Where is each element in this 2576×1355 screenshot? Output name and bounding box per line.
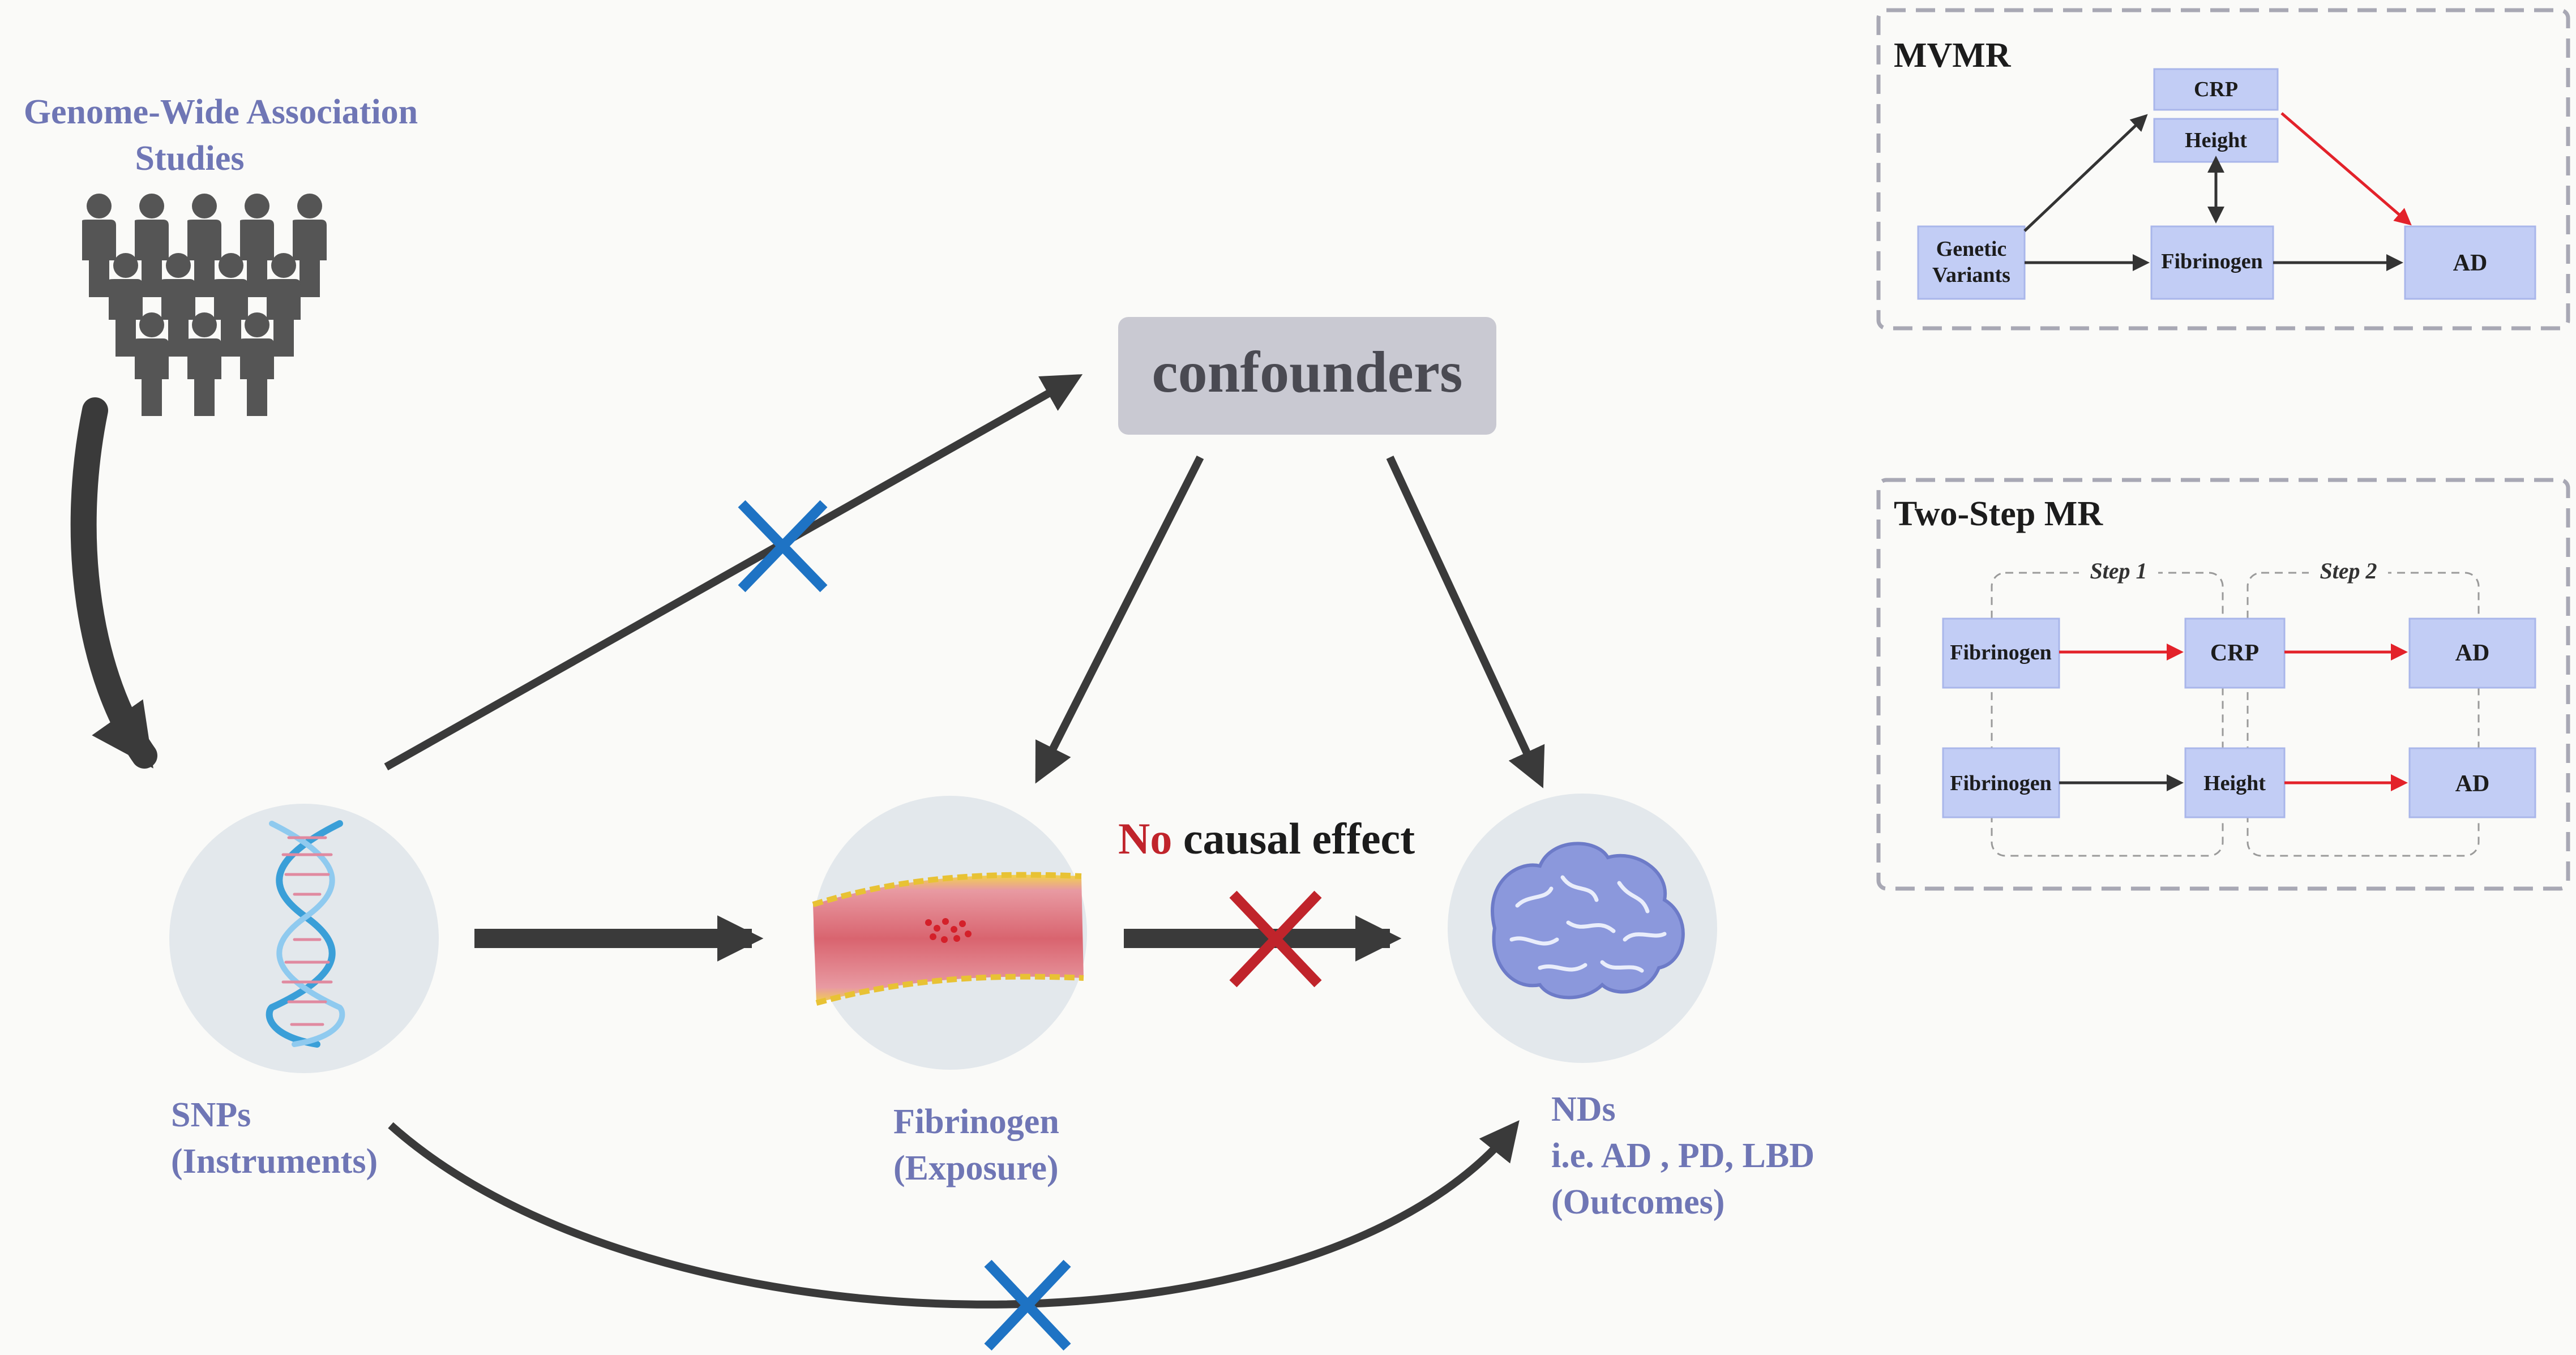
mvmr-ad-box <box>2404 225 2536 300</box>
mvmr-crp-box <box>2153 68 2279 111</box>
step1-label: Step 1 <box>2090 558 2147 584</box>
no-causal-effect-label: No causal effect <box>1118 814 1415 863</box>
gwas-title-line2: Studies <box>135 139 245 178</box>
row2-height-box <box>2184 747 2286 818</box>
confounders-to-fibrinogen-arrow <box>1035 455 1204 784</box>
confounders-to-nds-arrow <box>1386 456 1545 788</box>
nds-sublabel: (Outcomes) <box>1551 1183 1725 1221</box>
causal-effect-label: causal effect <box>1172 814 1415 863</box>
confounders-label: confounders <box>1152 340 1463 405</box>
mvmr-fibrinogen-box <box>2150 225 2274 300</box>
row1-crp-label: CRP <box>2210 640 2259 666</box>
fibrinogen-sublabel: (Exposure) <box>893 1149 1059 1187</box>
mvmr-height-box <box>2153 118 2279 163</box>
blue-cross-icon <box>738 500 828 593</box>
snps-label: SNPs <box>171 1096 251 1134</box>
blue-cross-icon <box>984 1259 1071 1351</box>
row2-ad-label: AD <box>2455 771 2490 797</box>
confounders-box <box>1118 317 1496 435</box>
mvmr-fibrinogen-label: Fibrinogen <box>2161 250 2262 273</box>
gwas-title-line1: Genome-Wide Association <box>24 93 418 131</box>
no-label: No <box>1118 814 1172 863</box>
row1-ad-label: AD <box>2455 640 2490 666</box>
brain-icon <box>1491 842 1685 1000</box>
mvmr-variants-label: Variants <box>1932 263 2010 287</box>
two-step-mr-panel: Two-Step MR Step 1 Step 2 Fibrinogen CRP… <box>1876 478 2570 891</box>
mvmr-ad-label: AD <box>2453 250 2488 276</box>
row1-fibrinogen-label: Fibrinogen <box>1950 641 2051 664</box>
mvmr-height-label: Height <box>2185 128 2247 152</box>
two-step-title: Two-Step MR <box>1894 495 2103 533</box>
row1-fibrinogen-box <box>1942 618 2060 689</box>
mvmr-genetic-to-crp-arrow <box>2023 114 2148 232</box>
blood-vessel-icon <box>812 872 1084 1006</box>
mvmr-genetic-label: Genetic <box>1936 237 2007 261</box>
mvmr-title: MVMR <box>1894 36 2012 75</box>
mvmr-crp-to-ad-arrow <box>2280 112 2412 226</box>
snps-sublabel: (Instruments) <box>171 1142 378 1181</box>
dna-icon <box>266 820 345 1048</box>
mvmr-crp-label: CRP <box>2194 78 2238 101</box>
row2-fibrinogen-box <box>1942 747 2060 818</box>
snps-to-nds-curve-arrow <box>388 1120 1520 1309</box>
nds-examples: i.e. AD , PD, LBD <box>1551 1137 1815 1175</box>
row1-ad-box <box>2408 618 2536 689</box>
red-cross-icon <box>1229 890 1322 988</box>
people-crowd-icon <box>82 194 327 416</box>
gwas-to-snps-arrow <box>70 397 157 769</box>
row2-fibrinogen-label: Fibrinogen <box>1950 771 2051 795</box>
fibrinogen-label: Fibrinogen <box>893 1103 1059 1141</box>
row2-ad-box <box>2408 747 2536 818</box>
mvmr-panel: MVMR CRP Height Genetic Variants Fibrino… <box>1876 8 2570 331</box>
nds-label: NDs <box>1551 1090 1616 1129</box>
row1-crp-box <box>2184 618 2286 689</box>
step2-label: Step 2 <box>2320 558 2377 584</box>
snps-to-confounders-arrow <box>384 374 1083 771</box>
row2-height-label: Height <box>2203 771 2266 795</box>
